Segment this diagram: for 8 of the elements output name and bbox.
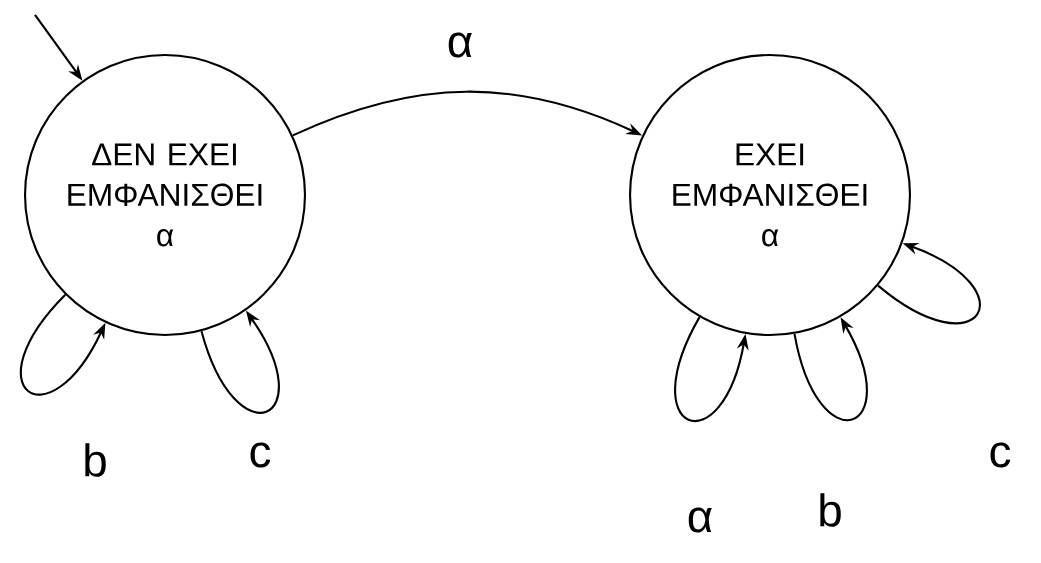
edge-label: c [245,438,275,471]
self-loop [19,294,106,396]
edge-label: c [985,438,1015,471]
edge-label: b [78,439,112,481]
edge-label: b [813,489,847,531]
edge-label: α [443,28,477,61]
edge-label: α [683,503,717,536]
self-loop [877,243,981,325]
